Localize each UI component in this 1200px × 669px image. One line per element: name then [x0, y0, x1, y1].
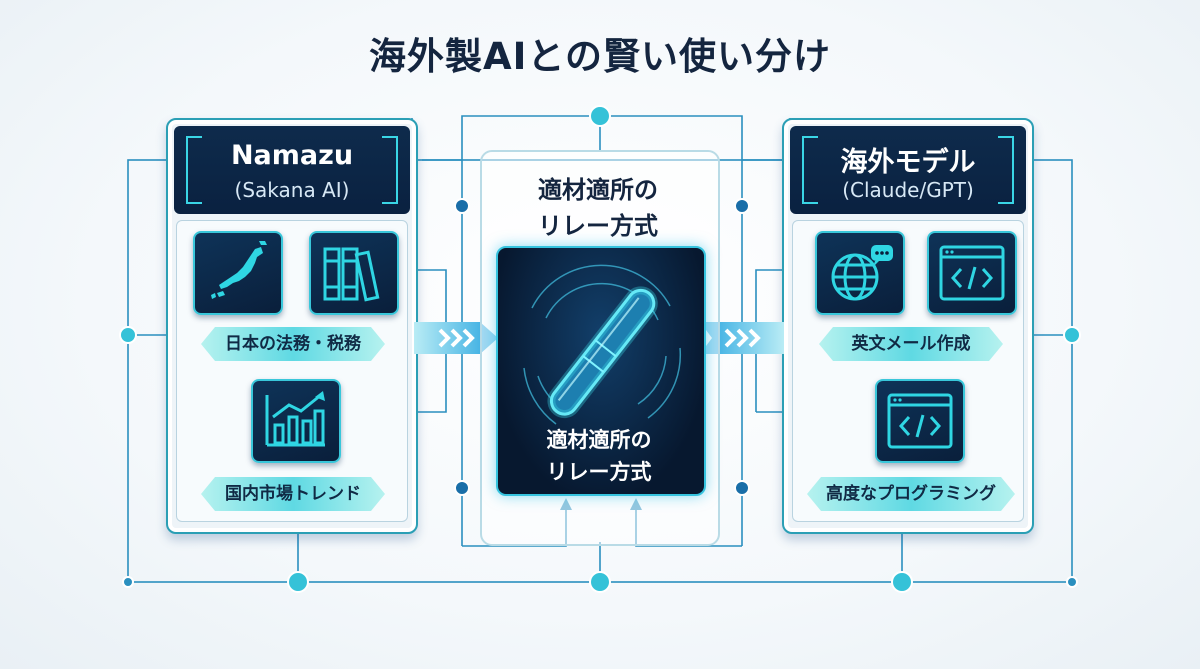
relay-heading: 適材適所の リレー方式: [480, 172, 716, 244]
relay-baton-icon: [523, 264, 682, 425]
bar-chart-trend-icon: [251, 379, 341, 463]
bracket-decoration: [802, 136, 818, 204]
panel-header: Namazu (Sakana AI): [174, 126, 410, 214]
japan-map-icon: [193, 231, 283, 315]
namazu-panel: Namazu (Sakana AI): [166, 118, 418, 534]
page-title: 海外製AIとの賢い使い分け: [368, 35, 832, 78]
panel-subtitle: (Sakana AI): [234, 178, 350, 202]
bracket-decoration: [382, 136, 398, 204]
panel-title: Namazu: [230, 140, 354, 171]
bracket-decoration: [186, 136, 202, 204]
panel-body: 日本の法務・税務 国内市場トレンド: [176, 220, 408, 522]
relay-inner-line1: 適材適所の: [546, 428, 652, 452]
chevron-right-icon: [414, 322, 498, 354]
overseas-model-panel: 海外モデル (Claude/GPT): [782, 118, 1034, 534]
relay-heading-line2: リレー方式: [538, 212, 658, 240]
panel-subtitle: (Claude/GPT): [842, 178, 974, 202]
books-icon: [309, 231, 399, 315]
code-window-icon: [927, 231, 1017, 315]
tag-advanced-programming: 高度なプログラミング: [807, 477, 1015, 511]
relay-card: [496, 246, 706, 496]
panel-body: 英文メール作成 高度なプログラミング: [792, 220, 1024, 522]
tag-market-trend: 国内市場トレンド: [201, 477, 385, 511]
panel-title: 海外モデル: [840, 147, 976, 178]
tag-legal-tax: 日本の法務・税務: [201, 327, 385, 361]
bracket-decoration: [998, 136, 1014, 204]
panel-header: 海外モデル (Claude/GPT): [790, 126, 1026, 214]
chevron-right-icon: [700, 322, 784, 354]
relay-inner-line2: リレー方式: [546, 460, 652, 484]
relay-inner-label: 適材適所の リレー方式: [496, 424, 702, 488]
globe-chat-icon: [815, 231, 905, 315]
tag-english-email: 英文メール作成: [819, 327, 1003, 361]
code-window-icon: [875, 379, 965, 463]
relay-heading-line1: 適材適所の: [538, 176, 658, 204]
